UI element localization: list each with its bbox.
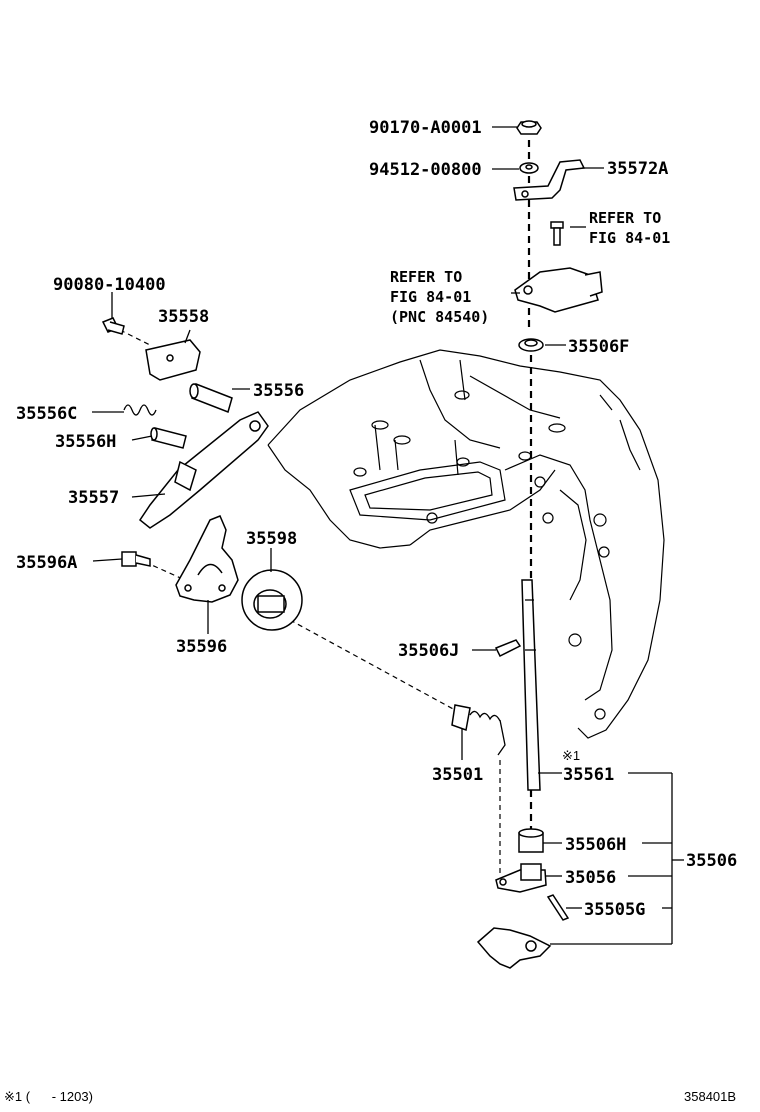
label-35561: 35561 [563, 765, 614, 785]
neutral-switch [514, 267, 603, 313]
part-labels: 90170-A0001 94512-00800 35572A REFER TO … [16, 118, 737, 920]
label-35556: 35556 [253, 381, 304, 401]
label-90080-10400: 90080-10400 [53, 275, 166, 295]
detent-spring-35596 [175, 515, 239, 603]
label-35572a: 35572A [607, 159, 668, 179]
collar-35506H [518, 828, 544, 853]
label-35556h: 35556H [55, 432, 116, 452]
label-pnc-84540: (PNC 84540) [390, 308, 489, 326]
label-35501: 35501 [432, 765, 483, 785]
manual-lever [476, 927, 552, 969]
label-35557: 35557 [68, 488, 119, 508]
spring-35556C [123, 404, 157, 416]
label-fig-84-01-2: FIG 84-01 [390, 288, 471, 306]
lock-rod-35501 [451, 704, 506, 756]
plate-35056 [495, 863, 547, 893]
label-94512-00800: 94512-00800 [369, 160, 482, 180]
label-35506j: 35506J [398, 641, 459, 661]
pin-35556 [189, 383, 233, 413]
leader-lines [92, 126, 684, 945]
nut-90170 [516, 120, 542, 135]
label-35506f: 35506F [568, 337, 629, 357]
label-35596: 35596 [176, 637, 227, 657]
label-35556c: 35556C [16, 404, 77, 424]
label-35596a: 35596A [16, 553, 77, 573]
label-note-mark: ※1 [562, 748, 580, 763]
pin-35556H [150, 427, 187, 449]
label-35558: 35558 [158, 307, 209, 327]
label-35598: 35598 [246, 529, 297, 549]
cam-35598 [241, 569, 303, 631]
label-refer-to-2: REFER TO [390, 268, 462, 286]
washer-94512 [519, 162, 539, 174]
label-90170-a0001: 90170-A0001 [369, 118, 482, 138]
transmission-housing [267, 349, 665, 739]
alignment-lines [119, 140, 533, 875]
footer: ※1 ( - 1203) 358401B [4, 1089, 736, 1104]
label-fig-84-01-1: FIG 84-01 [589, 229, 670, 247]
label-refer-to-1: REFER TO [589, 209, 661, 227]
seal-35506F [518, 338, 544, 352]
label-35506: 35506 [686, 851, 737, 871]
plate-35558 [145, 339, 201, 381]
label-35506h: 35506H [565, 835, 626, 855]
label-35505g: 35505G [584, 900, 645, 920]
pin-35506J [494, 639, 522, 658]
bolt-90080 [101, 317, 125, 335]
footer-note: ※1 ( - 1203) [4, 1089, 93, 1104]
bolt-switch [550, 221, 564, 246]
label-35056: 35056 [565, 868, 616, 888]
shaft-35561 [521, 579, 541, 791]
footer-code: 358401B [684, 1089, 736, 1104]
pin-35505G [546, 894, 570, 921]
bolt-35596A [121, 551, 151, 567]
lever-35557 [138, 411, 269, 529]
